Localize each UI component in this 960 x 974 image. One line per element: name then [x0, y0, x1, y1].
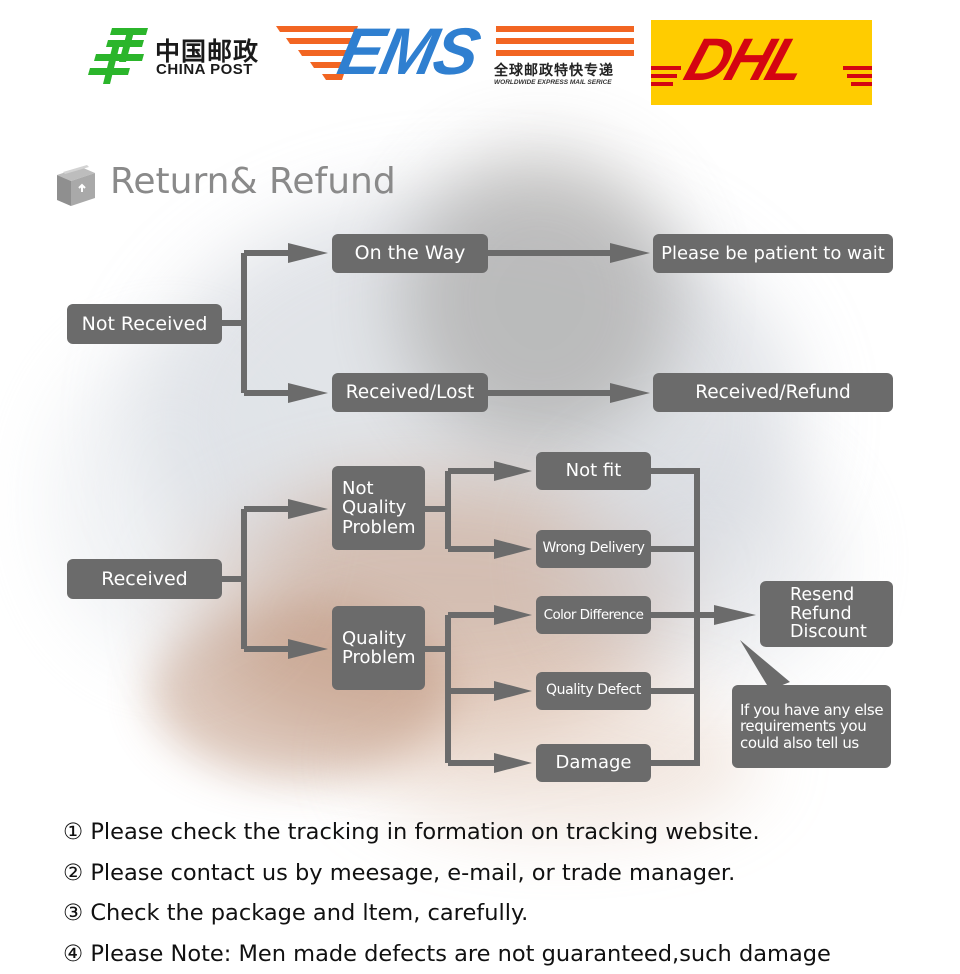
node-wrong-delivery: Wrong Delivery: [536, 530, 651, 568]
notes-list: ① Please check the tracking in formation…: [63, 812, 953, 974]
note-item-3: ③ Check the package and ltem, carefully.: [63, 893, 953, 934]
node-damage: Damage: [536, 744, 651, 782]
node-received-lost: Received/Lost: [332, 373, 488, 412]
node-on-the-way: On the Way: [332, 234, 488, 273]
node-not-received: Not Received: [67, 304, 222, 344]
node-be-patient: Please be patient to wait: [653, 234, 893, 273]
node-not-fit: Not fit: [536, 452, 651, 490]
node-received-refund: Received/Refund: [653, 373, 893, 412]
note-item-1: ① Please check the tracking in formation…: [63, 812, 953, 853]
node-resend-refund-discount: Resend Refund Discount: [760, 581, 893, 647]
node-not-quality-problem: Not Quality Problem: [332, 466, 425, 550]
node-received: Received: [67, 559, 222, 599]
callout-extra-requirements: If you have any else requirements you co…: [732, 685, 891, 768]
node-quality-defect: Quality Defect: [536, 672, 651, 710]
note-item-4: ④ Please Note: Men made defects are not …: [63, 934, 953, 974]
node-quality-problem: Quality Problem: [332, 606, 425, 690]
node-color-difference: Color Difference: [536, 596, 651, 634]
note-item-2: ② Please contact us by meesage, e-mail, …: [63, 853, 953, 894]
